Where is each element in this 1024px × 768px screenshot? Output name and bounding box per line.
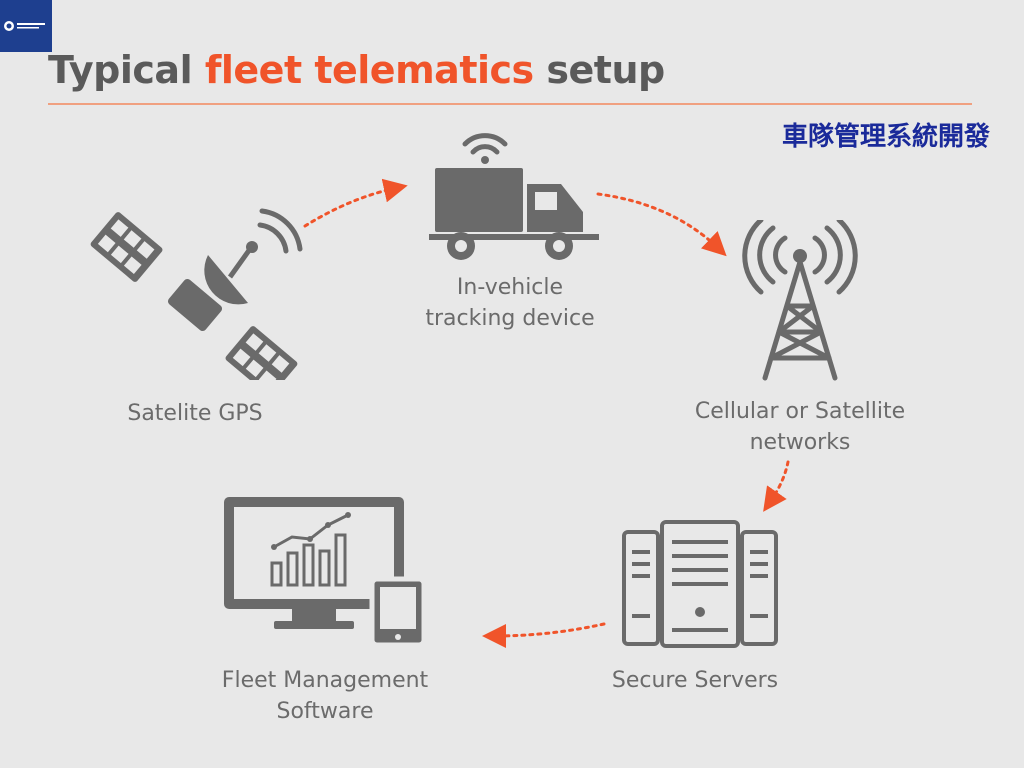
software-label-line-2: Software <box>276 699 374 724</box>
node-label-software: Fleet Management Software <box>175 665 475 727</box>
truck-icon <box>429 133 599 260</box>
servers-icon <box>622 520 778 648</box>
chinese-caption: 車隊管理系統開發 <box>781 122 990 152</box>
node-label-servers: Secure Servers <box>570 665 820 696</box>
arrow-vehicle-to-network <box>596 192 727 257</box>
vehicle-label-line-1: In-vehicle <box>456 275 564 300</box>
arrow-network-to-servers <box>763 460 790 512</box>
company-logo <box>0 0 52 52</box>
network-label-line-2: networks <box>749 430 851 455</box>
arrow-gps-to-vehicle <box>303 178 408 228</box>
monitor-chart-icon <box>224 497 427 647</box>
vehicle-label-line-2: tracking device <box>425 306 595 331</box>
arrow-servers-to-software <box>482 622 606 648</box>
page-title: Typical fleet telematics setup <box>48 48 665 92</box>
node-label-vehicle: In-vehicle tracking device <box>380 272 640 334</box>
software-label-line-1: Fleet Management <box>221 668 429 693</box>
title-accent: fleet telematics <box>204 48 534 92</box>
cell-tower-icon <box>742 220 858 381</box>
title-underline <box>48 103 972 105</box>
title-part-2: setup <box>533 48 665 92</box>
node-label-gps: Satelite GPS <box>100 398 290 429</box>
servers-label-line-1: Secure Servers <box>611 668 779 693</box>
title-part-1: Typical <box>48 48 205 92</box>
node-label-network: Cellular or Satellite networks <box>650 396 950 458</box>
gps-label-line-1: Satelite GPS <box>127 401 263 426</box>
network-label-line-1: Cellular or Satellite <box>694 399 906 424</box>
satellite-icon <box>90 208 303 380</box>
